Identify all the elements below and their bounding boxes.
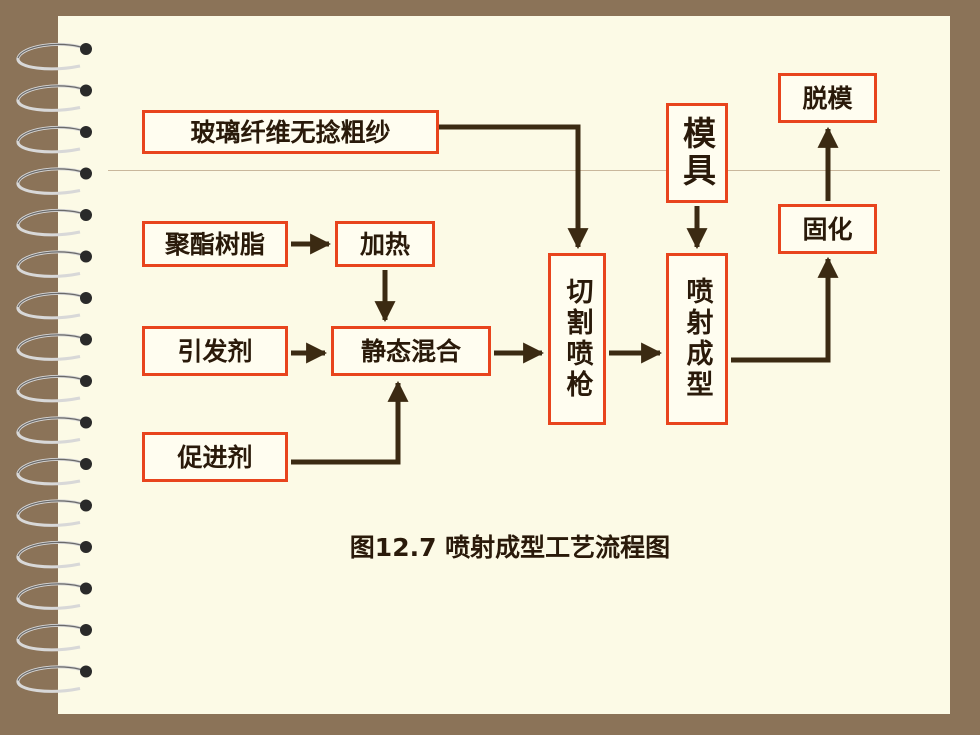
binding-ring [16,665,92,693]
node-cutting-spray-gun: 切割喷枪 [548,253,606,425]
arrow-fiberglass-to-gun [439,124,589,250]
node-accelerator: 促进剂 [142,432,288,482]
binding-ring [16,291,92,320]
node-demolding: 脱模 [778,73,877,123]
node-curing: 固化 [778,204,877,254]
binding-ring [16,623,92,652]
binding-ring [16,374,92,403]
binding-rings [16,42,92,693]
node-initiator: 引发剂 [142,326,288,376]
node-polyester-resin: 聚酯树脂 [142,221,288,267]
arrow-accelerator-to-mix [291,380,409,465]
binding-ring [16,582,92,610]
node-spray-forming: 喷射成型 [666,253,728,425]
spiral-binding [16,42,92,693]
binding-ring [16,84,92,112]
binding-ring [16,167,92,195]
binding-ring [16,499,92,527]
binding-ring [16,208,92,237]
binding-ring [16,333,92,361]
binding-ring [16,250,92,278]
binding-ring [16,540,92,569]
figure-caption: 图12.7 喷射成型工艺流程图 [349,533,671,562]
divider-line [108,170,940,171]
arrow-spray-to-cure [731,256,839,363]
node-static-mixing: 静态混合 [331,326,491,376]
binding-ring [16,125,92,154]
node-heating: 加热 [335,221,435,267]
binding-ring [16,416,92,444]
node-mold: 模具 [666,103,728,203]
node-fiberglass-roving: 玻璃纤维无捻粗纱 [142,110,439,154]
binding-ring [16,42,92,71]
binding-ring [16,457,92,486]
